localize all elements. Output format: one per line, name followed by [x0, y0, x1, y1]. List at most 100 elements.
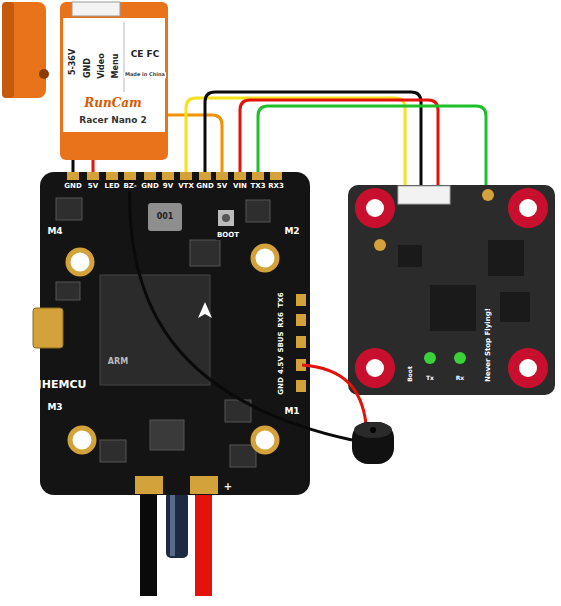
buzzer — [352, 422, 394, 464]
solder-pad — [270, 172, 282, 180]
pin-label: 001 — [156, 213, 175, 222]
pin-label: + — [223, 481, 233, 492]
battery-pad — [135, 476, 163, 494]
pin-label: GND — [140, 183, 159, 191]
ipex-connector — [374, 239, 386, 251]
pin-label: BZ- — [122, 183, 137, 191]
wire — [240, 100, 438, 185]
camera-lens-ring — [2, 2, 14, 98]
pin-label: RX6 — [278, 311, 286, 329]
pin-label: Made in China — [124, 72, 166, 78]
capacitor — [166, 492, 188, 558]
pin-label: Boot — [407, 365, 414, 383]
pin-label: VTX — [177, 183, 195, 191]
vtx-hole-center — [366, 359, 384, 377]
chip — [56, 198, 82, 220]
chip — [230, 445, 256, 467]
boot-button — [218, 210, 234, 226]
arrow-mark — [198, 302, 212, 318]
pin-label: GND — [84, 57, 93, 79]
chip — [150, 420, 184, 450]
pin-label: M4 — [46, 227, 63, 237]
vtx-hole-center — [519, 359, 537, 377]
mcu-chip — [100, 275, 210, 385]
solder-pad — [234, 172, 246, 180]
pin-label: LED — [103, 183, 120, 191]
mount-hole — [68, 250, 92, 274]
pin-label: GND — [195, 183, 214, 191]
buzzer-wire — [302, 365, 366, 424]
solder-pad — [106, 172, 118, 180]
vtx-chip — [398, 245, 422, 267]
solder-pad — [67, 172, 79, 180]
inductor — [148, 203, 182, 231]
buzzer-top — [354, 422, 392, 438]
mount-hole — [253, 246, 277, 270]
chip — [100, 440, 126, 462]
solder-pad — [144, 172, 156, 180]
wire — [72, 160, 75, 172]
power-wire — [195, 490, 212, 596]
pin-label: SBUS — [278, 330, 286, 353]
solder-pad — [216, 172, 228, 180]
pin-label: Tx — [425, 375, 435, 382]
vtx-hole — [508, 348, 548, 388]
mount-hole — [70, 428, 94, 452]
pin-label: TX3 — [249, 183, 266, 191]
pin-label: CE FC — [130, 50, 161, 60]
pin-label: GND — [278, 376, 286, 395]
vtx-hole — [508, 188, 548, 228]
video-transmitter: Never Stop Flying! — [348, 185, 555, 395]
solder-pad — [296, 380, 306, 392]
pin-label: 9V — [162, 183, 174, 191]
chip — [190, 240, 220, 266]
camera-screw — [39, 69, 49, 79]
pin-label: Video — [98, 52, 107, 79]
vtx-hole-center — [366, 199, 384, 217]
wire — [92, 160, 95, 172]
wire — [186, 98, 405, 185]
buzzer-hole — [370, 427, 376, 433]
tx-led — [424, 352, 436, 364]
vtx-board — [348, 185, 555, 395]
solder-pad — [180, 172, 192, 180]
camera-lens — [2, 2, 46, 98]
chip — [246, 200, 270, 222]
camera-body — [60, 2, 168, 160]
pin-label: Menu — [112, 53, 121, 80]
wire — [168, 115, 222, 172]
pin-label: 5-36V — [69, 48, 78, 76]
vtx-chip — [488, 240, 524, 276]
wire — [258, 106, 486, 185]
pin-label: TX6 — [278, 291, 286, 308]
node-label: Never Stop Flying! — [485, 307, 493, 383]
pin-label: M3 — [46, 403, 63, 413]
solder-pad — [296, 314, 306, 326]
flight-controller: JHEMCU — [40, 172, 310, 495]
pin-label: 5V — [87, 183, 99, 191]
solder-pad — [199, 172, 211, 180]
pin-label: M1 — [283, 407, 300, 417]
pin-label: BOOT — [216, 232, 240, 240]
buzzer-wire — [130, 180, 352, 440]
pin-label: ARM — [107, 358, 129, 367]
capacitor-stripe — [170, 494, 175, 556]
chip — [56, 282, 80, 300]
vtx-hole-center — [519, 199, 537, 217]
pin-label: Rx — [455, 375, 466, 382]
solder-pad — [87, 172, 99, 180]
pin-label: M2 — [283, 227, 300, 237]
solder-pad — [296, 294, 306, 306]
boot-button-cap — [222, 214, 230, 222]
panel-divider — [124, 22, 125, 92]
mount-hole — [253, 428, 277, 452]
node-label: RunCam — [83, 97, 142, 110]
vtx-hole — [355, 348, 395, 388]
rx-led — [454, 352, 466, 364]
pin-label: 4.5V — [278, 355, 286, 375]
node-label: Racer Nano 2 — [78, 116, 148, 126]
solder-pad — [296, 336, 306, 348]
solder-pad — [162, 172, 174, 180]
vtx-chip — [500, 292, 530, 322]
